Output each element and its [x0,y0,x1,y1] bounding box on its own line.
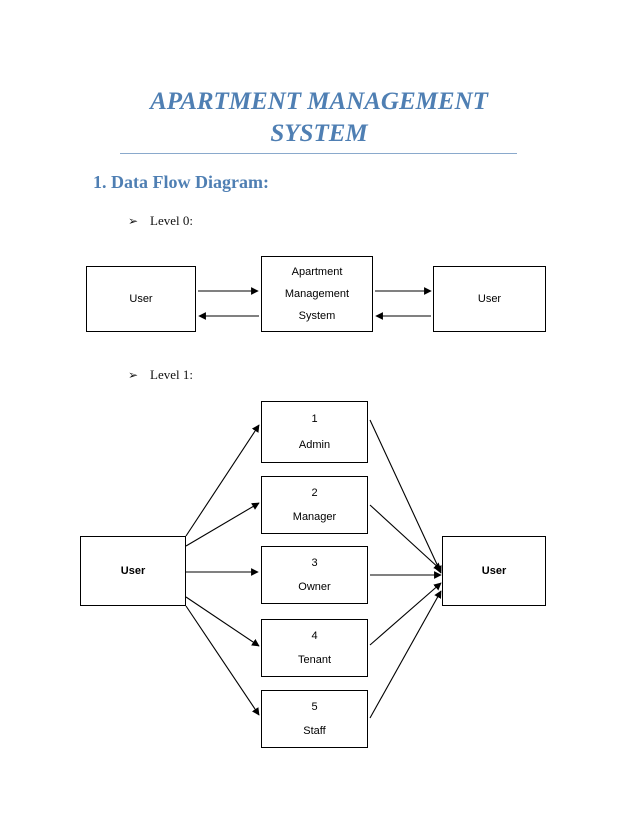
process-admin: 1 Admin [261,401,368,463]
level0-label: Level 0: [150,213,193,228]
level1-user-left: User [80,536,186,606]
process-number: 4 [311,630,318,642]
level1-user-right: User [442,536,546,606]
process-staff: 5 Staff [261,690,368,748]
level0-user-left: User [86,266,196,332]
process-name: Manager [292,511,337,523]
system-label-line3: System [298,310,336,322]
level1-label: Level 1: [150,367,193,382]
title-divider [120,153,517,154]
flow-user-to-staff [185,605,260,716]
system-label-line1: Apartment [291,266,343,278]
level0-system-process: Apartment Management System [261,256,373,332]
flow-user-to-manager [185,502,260,547]
process-number: 1 [311,413,318,425]
document-title-line2: SYSTEM [270,120,368,147]
level1-bullet: ➢ Level 1: [128,367,193,383]
flow-admin-to-user [369,419,442,574]
level0-bullet: ➢ Level 0: [128,213,193,229]
entity-label: User [481,565,507,577]
process-number: 3 [311,557,318,569]
entity-label: User [129,293,153,305]
arrow-bullet-icon: ➢ [128,368,139,382]
section-heading: 1. Data Flow Diagram: [93,172,269,192]
document-title-line1: APARTMENT MANAGEMENT [150,88,488,115]
process-manager: 2 Manager [261,476,368,534]
process-name: Tenant [297,654,332,666]
flow-staff-to-user [369,590,442,719]
process-number: 2 [311,487,318,499]
flow-user-to-tenant [185,596,260,647]
entity-label: User [120,565,146,577]
flow-manager-to-user [369,504,442,571]
process-name: Admin [298,439,331,451]
system-label-line2: Management [284,288,350,300]
flow-tenant-to-user [369,582,442,646]
process-owner: 3 Owner [261,546,368,604]
process-tenant: 4 Tenant [261,619,368,677]
process-number: 5 [311,701,318,713]
entity-label: User [477,293,502,305]
level0-user-right: User [433,266,546,332]
process-name: Staff [303,725,326,737]
process-name: Owner [298,581,331,593]
flow-user-to-admin [185,424,260,537]
arrow-bullet-icon: ➢ [128,214,139,228]
